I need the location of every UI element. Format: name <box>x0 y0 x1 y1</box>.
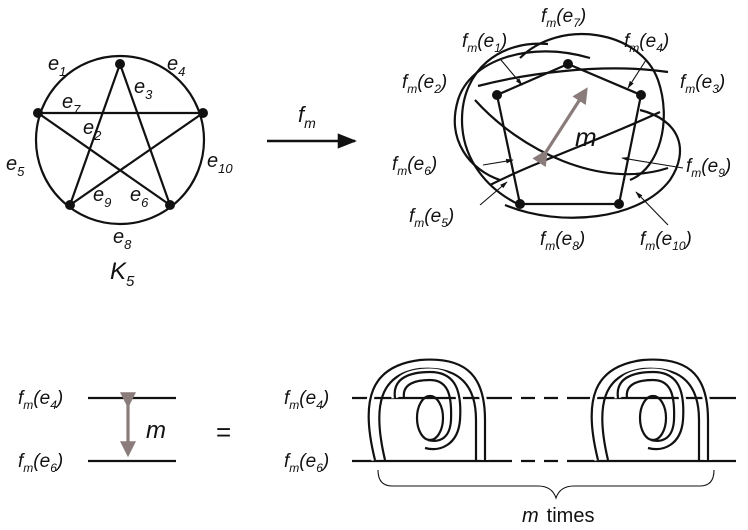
emb-label-e9: fm(e9) <box>686 156 731 180</box>
k5-vertex <box>115 59 125 69</box>
edge-label-e3: e3 <box>134 76 153 102</box>
edge-label-e6: e6 <box>130 184 149 210</box>
leader-e1 <box>500 59 523 86</box>
edge-label-e9: e9 <box>93 184 111 210</box>
emb-vertex <box>515 199 525 209</box>
pent-edge <box>617 94 643 205</box>
emb-vertex <box>563 59 573 69</box>
clasp-loop-b <box>625 378 676 442</box>
emb-vertex <box>636 90 646 100</box>
emb-label-e1: fm(e1) <box>462 31 507 55</box>
emb-label-e6: fm(e6) <box>392 154 437 178</box>
emb-label-e2: fm(e2) <box>402 72 447 96</box>
edge-label-e2: e2 <box>83 117 102 143</box>
k5-outer-circle <box>34 54 206 226</box>
emb-vertex <box>614 199 624 209</box>
k5-edge-e3 <box>118 63 172 206</box>
leader-e9 <box>621 156 684 169</box>
k5-graph: e1 e4 e3 e7 e2 e5 e10 e9 e6 e8 K5 <box>6 53 233 290</box>
leader-e6 <box>482 158 514 166</box>
clasp-unit <box>365 356 489 461</box>
map-label: fm <box>298 102 316 131</box>
edge-label-e4: e4 <box>167 53 185 79</box>
clasp-ring <box>638 394 668 442</box>
twist-arrow <box>532 87 588 168</box>
edge-label-e8: e8 <box>113 226 132 252</box>
emb-label-e7: fm(e7) <box>541 6 586 30</box>
clasp-outer-b <box>378 367 478 461</box>
pent-edge <box>496 62 569 97</box>
edge-label-e5: e5 <box>6 153 25 179</box>
bottom-left-label-e6: fm(e6) <box>18 451 63 475</box>
clasp-loop-a <box>616 370 685 451</box>
embedding-loop-top-left <box>453 50 591 182</box>
graph-name-k5: K5 <box>110 258 135 290</box>
pent-edge <box>495 94 522 205</box>
twist-count-label: m <box>575 122 597 152</box>
bottom-right-label-e6: fm(e6) <box>284 451 329 475</box>
clasp-outer-b <box>601 367 701 461</box>
embedding-loop-left <box>460 42 549 206</box>
emb-label-e8: fm(e8) <box>540 229 585 253</box>
k5-vertex <box>165 200 175 210</box>
map-arrow: fm <box>267 102 357 149</box>
edge-label-e10: e10 <box>207 150 233 176</box>
emb-label-e3: fm(e3) <box>680 72 725 96</box>
embedding-loop-bottom <box>504 108 682 219</box>
pent-edge <box>567 62 642 97</box>
twist-schematic: m fm(e4) fm(e6) <box>18 388 176 475</box>
k5-edge-e9 <box>69 112 204 206</box>
k5-vertex <box>65 200 75 210</box>
clasp-loop-b <box>402 378 453 442</box>
edge-label-e7: e7 <box>62 91 81 117</box>
emb-label-e5: fm(e5) <box>409 206 454 230</box>
k5-edge-e2 <box>68 63 122 206</box>
embedding-figure: m fm(e7) fm(e1) fm(e4) fm(e2) fm(e3) fm(… <box>392 6 731 253</box>
clasp-unit <box>588 356 712 461</box>
emb-vertex <box>492 90 502 100</box>
clasp-outer-a <box>367 358 487 461</box>
k5-vertex <box>33 108 43 118</box>
leader-e5 <box>479 181 508 206</box>
equals-sign: = <box>216 417 231 447</box>
bottom-right-label-e4: fm(e4) <box>284 388 329 412</box>
k5-vertex <box>198 108 208 118</box>
embedding-loop-right <box>519 33 665 182</box>
emb-label-e10: fm(e10) <box>640 229 692 253</box>
leader-e4 <box>627 59 647 89</box>
clasp-chain: fm(e4) fm(e6) <box>284 356 736 527</box>
twist-m-label: m <box>146 417 166 444</box>
edge-label-e1: e1 <box>48 53 66 79</box>
clasp-loop-a <box>393 370 462 451</box>
bottom-left-label-e4: fm(e4) <box>18 388 63 412</box>
k5-edge-e6 <box>37 112 171 206</box>
clasp-ring <box>415 394 445 442</box>
emb-label-e4: fm(e4) <box>624 31 669 55</box>
embedding-strand-top <box>477 67 669 88</box>
leader-e10 <box>635 191 669 226</box>
clasp-outer-a <box>590 358 710 461</box>
brace <box>377 469 715 500</box>
